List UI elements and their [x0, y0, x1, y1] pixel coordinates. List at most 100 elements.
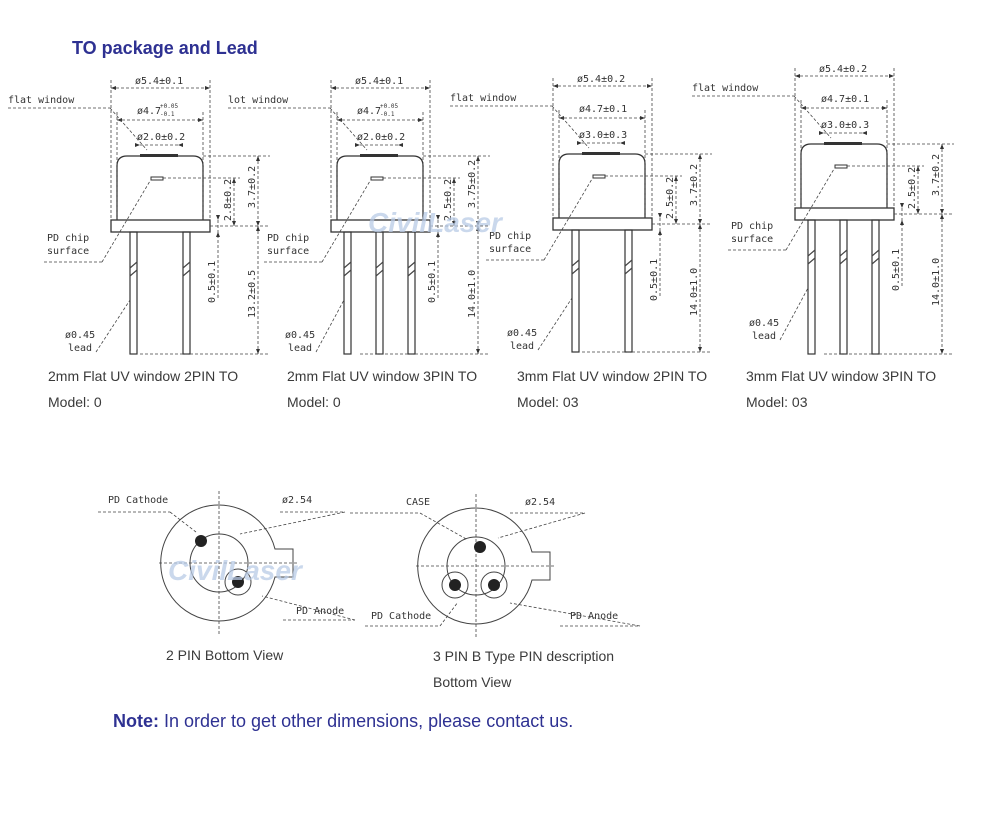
- chip-label: surface: [489, 244, 531, 255]
- flat-window: [824, 142, 862, 145]
- dim-lead-length: 14.0±1.0: [689, 268, 700, 316]
- dimension-line: [95, 299, 131, 353]
- dimension-line: [321, 180, 371, 263]
- arrowhead-icon: [674, 219, 678, 224]
- pd-chip: [592, 174, 606, 179]
- dimension-line: [419, 512, 469, 541]
- lead-break-line: [182, 269, 191, 277]
- lead-break-line: [182, 261, 191, 269]
- dimension-line: [509, 602, 641, 627]
- dim-lead-length: 14.0±1.0: [467, 270, 478, 318]
- arrowhead-icon: [476, 221, 480, 226]
- dimension-line: [537, 297, 573, 351]
- arrowhead-icon: [620, 141, 625, 145]
- lead-break-line: [129, 269, 138, 277]
- dim-window-diameter: ø4.7: [137, 106, 161, 117]
- pin-label-case: CASE: [406, 497, 430, 508]
- lead-label: lead: [68, 343, 92, 354]
- arrowhead-icon: [205, 86, 210, 90]
- lead-pin: [407, 231, 416, 355]
- chip-label: PD chip: [47, 233, 89, 244]
- dim-aperture-diameter: ø2.0±0.2: [357, 132, 405, 143]
- chip-label: surface: [47, 246, 89, 257]
- lead-label: ø0.45: [65, 330, 95, 341]
- chip-label: PD chip: [489, 231, 531, 242]
- chip-label: PD chip: [267, 233, 309, 244]
- header-outline: [417, 507, 551, 625]
- arrowhead-icon: [658, 230, 662, 235]
- lead-break-line: [807, 249, 816, 257]
- chip-label: PD chip: [731, 221, 773, 232]
- dim-base-thickness: 0.5±0.1: [891, 249, 902, 291]
- arrowhead-icon: [559, 116, 564, 120]
- arrowhead-icon: [256, 221, 260, 226]
- arrowhead-icon: [135, 143, 140, 147]
- arrowhead-icon: [698, 224, 702, 229]
- arrowhead-icon: [418, 118, 423, 122]
- dimension-line: [439, 601, 459, 627]
- arrowhead-icon: [698, 154, 702, 159]
- dim-window-tol-lower: -0.1: [380, 111, 395, 118]
- pin: [474, 541, 486, 553]
- arrowhead-icon: [647, 84, 652, 88]
- lead-pin: [375, 231, 384, 355]
- dim-cap-height: 3.7±0.2: [247, 166, 258, 208]
- dim-chip-height: 2.5±0.2: [907, 167, 918, 209]
- dim-outer-diameter: ø5.4±0.2: [577, 74, 625, 85]
- dimension-line: [109, 107, 148, 151]
- lead-break-line: [571, 267, 580, 275]
- arrowhead-icon: [355, 143, 360, 147]
- window-label: flat window: [450, 93, 517, 104]
- lead-break-line: [624, 259, 633, 267]
- cap-outline: [116, 155, 204, 220]
- arrowhead-icon: [476, 226, 480, 231]
- arrowhead-icon: [337, 118, 342, 122]
- arrowhead-icon: [862, 131, 867, 135]
- package-model: Model: 03: [746, 394, 808, 410]
- header-outline: [160, 504, 294, 622]
- lead-pin: [129, 231, 138, 355]
- package-model: Model: 03: [517, 394, 579, 410]
- lead-pin: [839, 219, 848, 355]
- package-caption: 3mm Flat UV window 2PIN TO: [517, 368, 708, 384]
- arrowhead-icon: [698, 347, 702, 352]
- arrowhead-icon: [398, 143, 403, 147]
- dim-outer-diameter: ø5.4±0.1: [355, 76, 403, 87]
- lead-break-line: [129, 261, 138, 269]
- arrowhead-icon: [331, 86, 336, 90]
- bottom-view-caption: 3 PIN B Type PIN description: [433, 648, 615, 664]
- arrowhead-icon: [256, 349, 260, 354]
- dim-chip-height: 2.8±0.2: [223, 179, 234, 221]
- package-caption: 2mm Flat UV window 2PIN TO: [48, 368, 239, 384]
- arrowhead-icon: [640, 116, 645, 120]
- dim-window-diameter: ø4.7: [357, 106, 381, 117]
- chip-label: surface: [731, 234, 773, 245]
- flat-window: [360, 154, 398, 157]
- dim-window-diameter: ø4.7±0.1: [821, 94, 869, 105]
- arrowhead-icon: [940, 209, 944, 214]
- dim-cap-height: 3.7±0.2: [931, 154, 942, 196]
- lead-break-line: [807, 257, 816, 265]
- bottom-view-caption: 2 PIN Bottom View: [166, 647, 284, 663]
- arrowhead-icon: [882, 106, 887, 110]
- cap-outline: [558, 153, 646, 218]
- note-label: Note:: [113, 711, 159, 731]
- watermark: CivilLaser: [168, 555, 304, 586]
- dimension-line: [543, 178, 593, 261]
- lead-break-line: [343, 261, 352, 269]
- lead-label: lead: [752, 331, 776, 342]
- pin-ring: [441, 571, 469, 599]
- dim-window-tol-upper: +0.05: [160, 103, 178, 110]
- dim-lead-length: 13.2±0.5: [247, 270, 258, 318]
- dim-window-tol-lower: -0.1: [160, 111, 175, 118]
- arrowhead-icon: [577, 141, 582, 145]
- dim-chip-height: 2.5±0.2: [443, 179, 454, 221]
- lead-label: ø0.45: [507, 328, 537, 339]
- arrowhead-icon: [117, 118, 122, 122]
- dimension-line: [169, 511, 197, 533]
- arrowhead-icon: [436, 215, 440, 220]
- arrowhead-icon: [178, 143, 183, 147]
